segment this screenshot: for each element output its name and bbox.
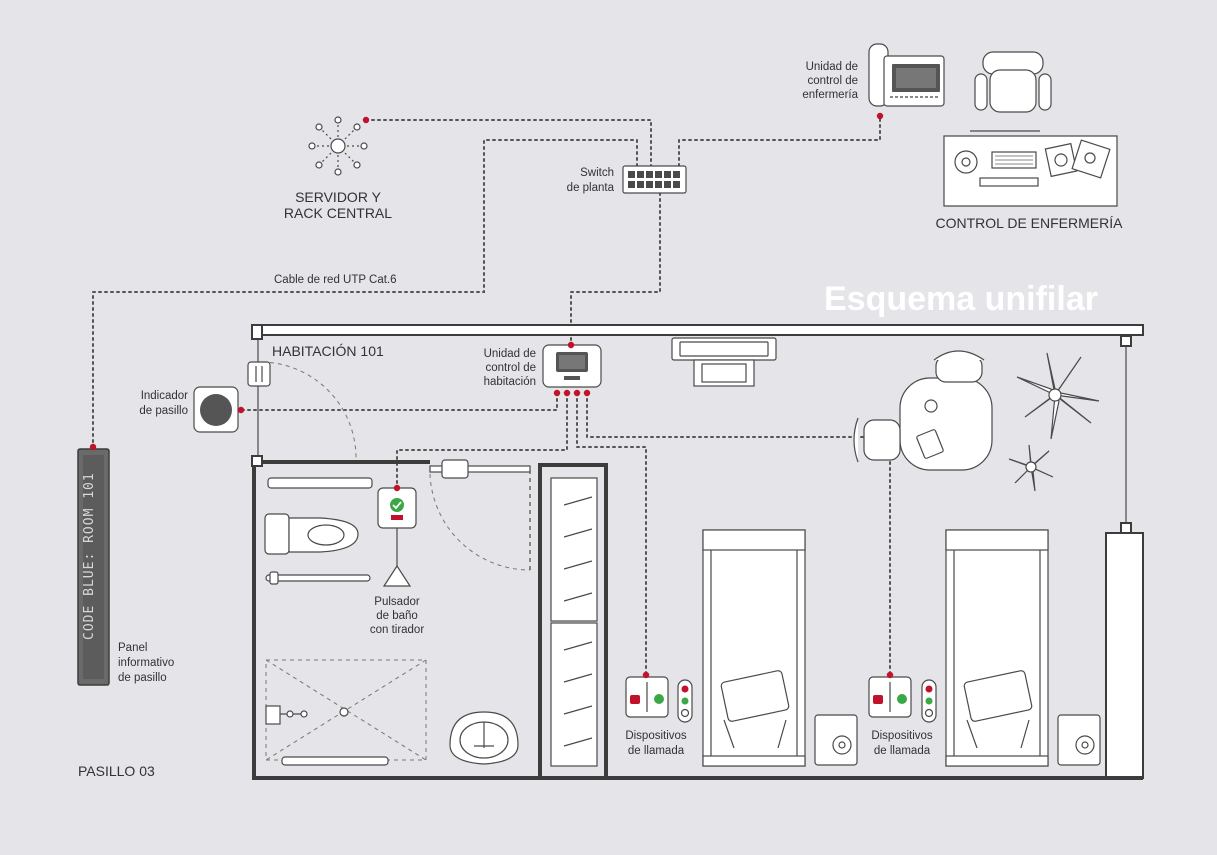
call-devices-2-label-line1: Dispositivos bbox=[871, 730, 933, 742]
panel-label-line3: de pasillo bbox=[118, 672, 167, 684]
bed-2-icon bbox=[945, 529, 1049, 767]
server-rack-icon bbox=[308, 116, 368, 176]
table-chairs-icon bbox=[853, 350, 993, 471]
bathroom-fixtures bbox=[264, 477, 519, 766]
server-label-line1: SERVIDOR Y bbox=[295, 189, 382, 205]
nurse-station-label: CONTROL DE ENFERMERÍA bbox=[936, 215, 1124, 231]
room-unit-label-line1: Unidad de bbox=[484, 348, 536, 360]
bath-pull-dot bbox=[393, 484, 401, 492]
small-plant-icon bbox=[1008, 444, 1054, 492]
room-unit-uplink-dot bbox=[567, 341, 575, 349]
bath-pull-label-line2: de baño bbox=[376, 610, 418, 622]
room-unit-port-1 bbox=[553, 389, 561, 397]
nurse-station-desk-icon bbox=[943, 51, 1118, 207]
call-devices-1-dot bbox=[642, 671, 650, 679]
bath-pull-switch-icon bbox=[377, 487, 417, 587]
bath-pull-label-line1: Pulsador bbox=[374, 596, 420, 608]
room-unit-label-line3: habitación bbox=[484, 376, 536, 388]
bathroom-door bbox=[429, 459, 531, 571]
floor-switch-icon bbox=[622, 165, 687, 194]
call-devices-2-icon bbox=[868, 676, 937, 723]
nurse-unit-label-line1: Unidad de bbox=[806, 61, 858, 73]
server-port-dot bbox=[362, 116, 370, 124]
panel-dot bbox=[89, 443, 97, 451]
room-label: HABITACIÓN 101 bbox=[272, 343, 384, 359]
nightstand-2-icon bbox=[1057, 714, 1101, 766]
room-control-unit-icon bbox=[542, 344, 602, 388]
nurse-unit-port-dot bbox=[876, 112, 884, 120]
call-devices-2-label-line2: de llamada bbox=[874, 745, 931, 757]
room-unit-port-3 bbox=[573, 389, 581, 397]
call-devices-1-icon bbox=[625, 676, 693, 723]
corridor-info-panel-icon: CODE BLUE: ROOM 101 bbox=[77, 448, 110, 686]
call-devices-1-label-line1: Dispositivos bbox=[625, 730, 687, 742]
room-unit-label-line2: control de bbox=[485, 362, 536, 374]
hall-indicator-label-line2: de pasillo bbox=[139, 405, 188, 417]
server-label-line2: RACK CENTRAL bbox=[284, 205, 392, 221]
switch-label-line2: de planta bbox=[567, 182, 615, 194]
diagram-title: Esquema unifilar bbox=[824, 280, 1098, 318]
nightstand-1-icon bbox=[814, 714, 858, 766]
television-icon bbox=[671, 337, 777, 387]
cable-label: Cable de red UTP Cat.6 bbox=[274, 274, 397, 286]
wardrobe-icon bbox=[550, 477, 598, 767]
nurse-unit-label-line3: enfermería bbox=[802, 89, 858, 101]
entrance-door bbox=[247, 361, 357, 459]
call-devices-2-dot bbox=[886, 671, 894, 679]
panel-display-text: CODE BLUE: ROOM 101 bbox=[82, 472, 97, 640]
panel-label-line1: Panel bbox=[118, 642, 147, 654]
bed-1-icon bbox=[702, 529, 806, 767]
room-unit-port-4 bbox=[583, 389, 591, 397]
network-cables bbox=[92, 115, 891, 676]
room-unit-port-2 bbox=[563, 389, 571, 397]
plant-icon bbox=[1016, 352, 1100, 440]
call-devices-1-label-line2: de llamada bbox=[628, 745, 685, 757]
switch-label-line1: Switch bbox=[580, 167, 614, 179]
nurse-unit-label-line2: control de bbox=[807, 75, 858, 87]
corridor-label: PASILLO 03 bbox=[78, 763, 155, 779]
panel-label-line2: informativo bbox=[118, 657, 174, 669]
hall-indicator-icon bbox=[193, 386, 239, 433]
hall-indicator-dot bbox=[237, 406, 245, 414]
bath-pull-label-line3: con tirador bbox=[370, 624, 425, 636]
nurse-control-unit-icon bbox=[868, 43, 945, 107]
room-walls bbox=[251, 324, 1144, 780]
hall-indicator-label-line1: Indicador bbox=[141, 390, 188, 402]
